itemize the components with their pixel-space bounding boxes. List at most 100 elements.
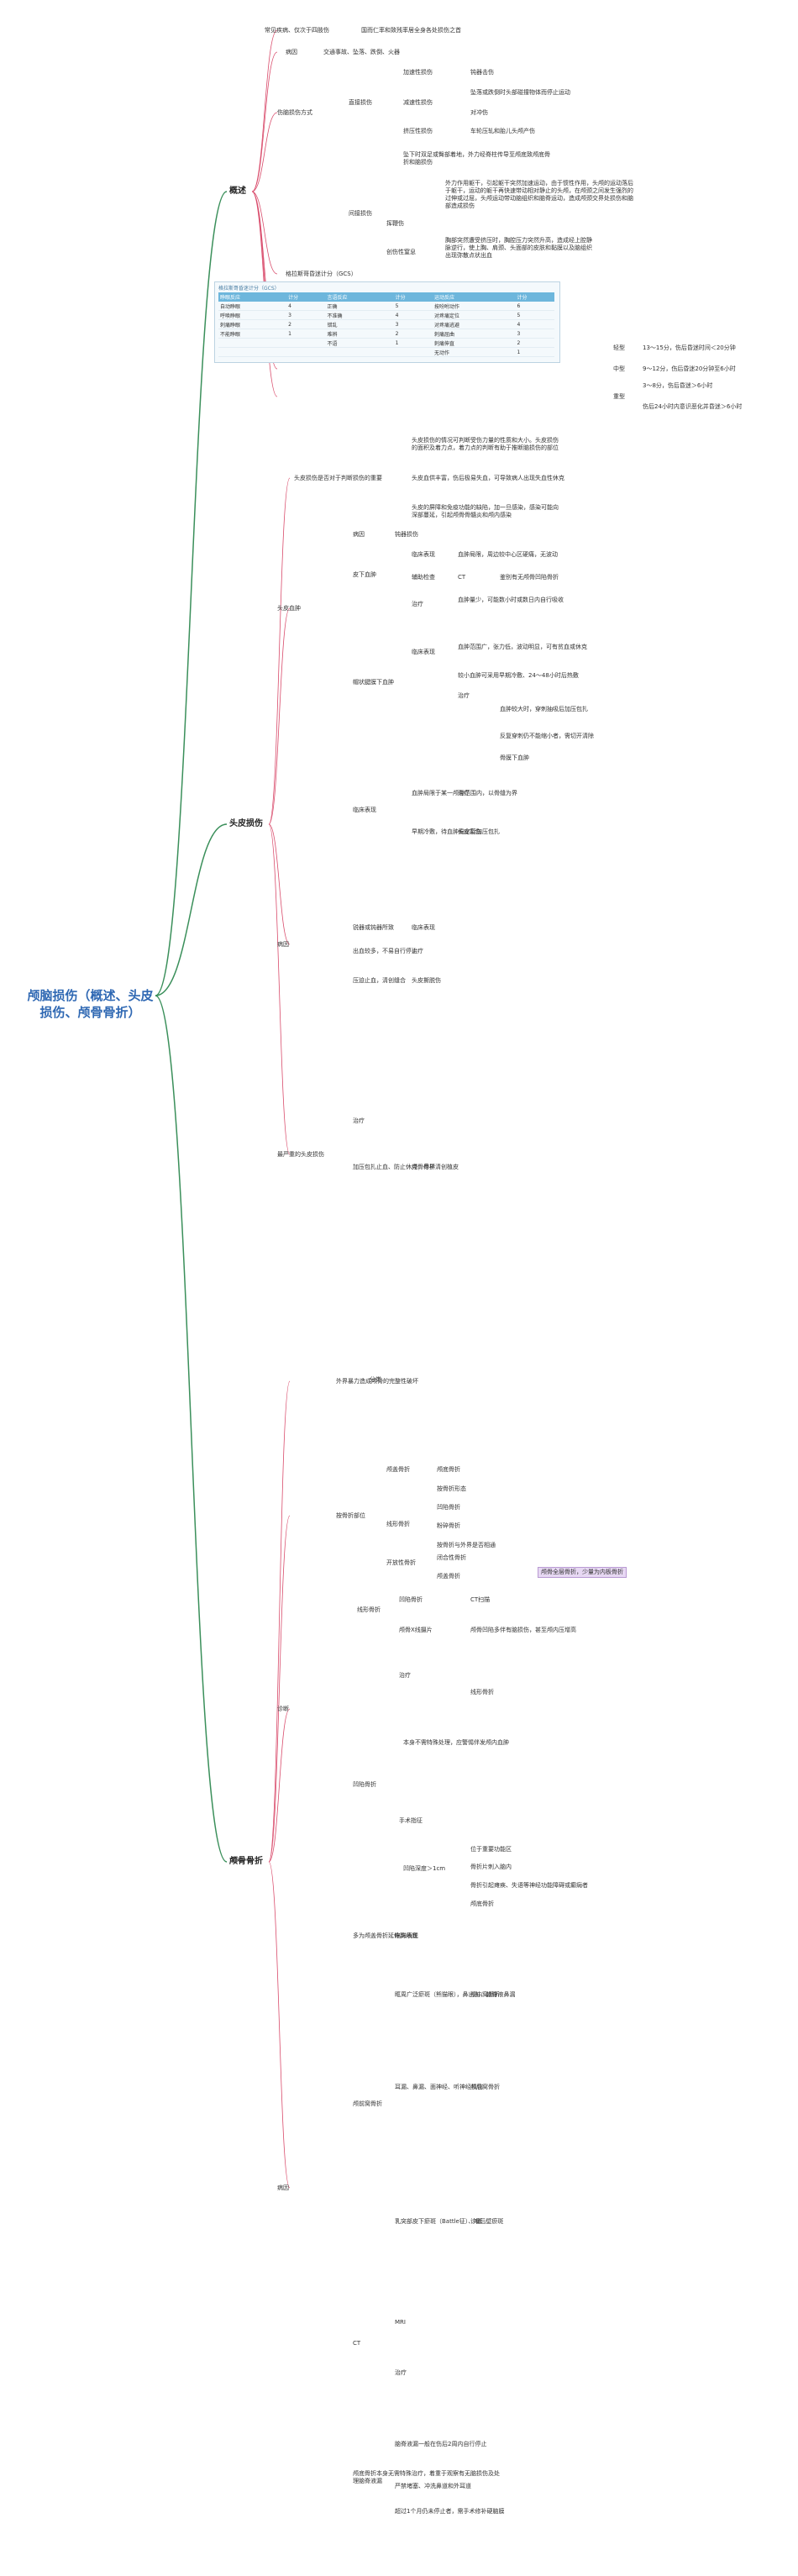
connector-line <box>268 477 291 825</box>
mind-map-node: 病因 <box>277 941 289 948</box>
gcs-cell: 4 <box>393 310 433 320</box>
gcs-cell: 刺痛睁眼 <box>218 319 287 329</box>
mind-map-node: 血肿局限于某一颅骨范围内，以骨缝为界 <box>412 790 517 796</box>
mind-map-node: 治疗 <box>395 2369 407 2376</box>
mind-map-node: 鉴别有无颅骨凹陷骨折 <box>500 574 559 581</box>
mind-map-node: 间接损伤 <box>349 210 372 217</box>
connector-line <box>251 29 278 192</box>
mind-map-node: 出血较多，不易自行停止 <box>353 948 417 954</box>
mind-map-node: 颅盖骨折 <box>437 1573 460 1580</box>
gcs-cell <box>218 347 287 357</box>
mind-map-node: 诊断 <box>277 1706 289 1712</box>
mind-map-node: 创伤性窒息 <box>386 249 416 255</box>
mind-map-node: 颅底骨折 <box>437 1466 460 1473</box>
gcs-cell: 不准确 <box>325 310 394 320</box>
connector-line <box>268 823 291 945</box>
mind-map-node: 凹陷骨折 <box>399 1596 423 1603</box>
connector-line <box>251 191 278 275</box>
mind-map-node: 减速性损伤 <box>403 99 433 106</box>
mind-map-node: 血肿范围广，张力低，波动明显，可有贫血或休克 <box>458 644 587 650</box>
connector-line <box>155 995 228 1863</box>
mind-map-node: 位于重要功能区 <box>470 1846 512 1853</box>
mind-map-node: 对冲伤 <box>470 109 488 116</box>
gcs-cell: 3 <box>393 319 433 329</box>
connector-line <box>251 112 278 192</box>
mind-map-node: 颅骨骨折 <box>412 1164 435 1170</box>
mind-map-node: 钝器损伤 <box>395 531 418 538</box>
mind-map-node: 颅后窝骨折 <box>470 2084 500 2090</box>
mind-map-node: 头皮损伤是否对于判断损伤的重要 <box>294 475 382 481</box>
mind-map-node: 外力作用躯干，引起躯干突然加速运动，由于惯性作用，头颅的运动落后于躯干，运动的躯… <box>445 180 633 209</box>
mind-map-node: 中型 <box>613 365 625 372</box>
mind-map-node: 颅骨凹陷多伴有脑损伤，甚至颅内压增高 <box>470 1627 576 1633</box>
connector-line <box>268 1515 291 1863</box>
mind-map-node: 超过1个月仍未停止者，需手术修补硬脑膜 <box>395 2508 505 2515</box>
mind-map-node: 病因 <box>353 531 365 538</box>
gcs-cell: 4 <box>286 302 326 311</box>
mind-map-node: 手术指征 <box>399 1817 423 1824</box>
mind-map-node: 锐器或钝器所致 <box>353 924 394 931</box>
mind-map-node: 压迫止血，清创缝合 <box>353 977 406 984</box>
mind-map-node: 钝器击伤 <box>470 69 494 76</box>
mind-map-node: 车轮压轧和胎儿头颅产伤 <box>470 128 535 134</box>
mind-map-node: 按骨折部位 <box>336 1512 365 1519</box>
mind-map-node: 最严重的头皮损伤 <box>277 1151 324 1158</box>
mind-map-node: 头皮血供丰富，伤后极易失血，可导致病人出现失血性休克 <box>412 475 564 481</box>
gcs-header: 计分 <box>515 292 554 302</box>
mind-map-node: 凹陷骨折 <box>353 1781 376 1788</box>
mind-map-node: 骨折引起瘫痪、失语等神经功能障碍或癫痫者 <box>470 1882 588 1889</box>
mind-map-node: 挤压性损伤 <box>403 128 433 134</box>
mind-map-node: 血肿较大时，穿刺抽吸后加压包扎 <box>500 706 588 712</box>
gcs-cell: 3 <box>286 310 326 320</box>
mind-map-node: 外界暴力造成颅骨的完整性破坏 <box>336 1378 418 1385</box>
gcs-cell: 按吩咐动作 <box>433 302 516 311</box>
gcs-cell: 2 <box>286 319 326 329</box>
mind-map-node: 加速性损伤 <box>403 69 433 76</box>
gcs-cell <box>325 347 394 357</box>
mind-map-node: CT扫描 <box>470 1596 491 1603</box>
mind-map-node: 严禁堵塞、冲洗鼻道和外耳道 <box>395 2483 471 2489</box>
mind-map-node: 治疗 <box>353 1117 365 1124</box>
mind-map-node: 辅助检查 <box>412 574 435 581</box>
mind-map-node: 线形骨折 <box>386 1521 410 1527</box>
gcs-cell: 对疼痛定位 <box>433 310 516 320</box>
mind-map-node: 挥鞭伤 <box>386 220 404 227</box>
gcs-cell: 无动作 <box>433 347 516 357</box>
mind-map-node: MRI <box>395 2319 406 2326</box>
gcs-cell: 1 <box>515 347 554 357</box>
gcs-header: 计分 <box>393 292 433 302</box>
gcs-cell <box>218 338 287 348</box>
gcs-cell: 4 <box>515 319 554 329</box>
connector-line <box>268 823 291 1155</box>
mind-map-node: 常见疾病、仅次于四肢伤 <box>265 27 329 34</box>
mind-map-node: 骨膜下血肿 <box>500 754 529 761</box>
gcs-header: 运动反应 <box>433 292 516 302</box>
mind-map-node: 轻型 <box>613 344 625 351</box>
mind-map-node: 骨折片刺入脑内 <box>470 1864 512 1870</box>
mind-map-node: 眶周广泛瘀斑（熊猫眼），鼻出血，脑脊液鼻漏 <box>395 1991 516 1998</box>
connector-line <box>268 1861 291 2189</box>
mind-map-node: 颅底骨折 <box>470 1900 494 1907</box>
mind-map-node: 伤脑损伤方式 <box>277 109 312 116</box>
mind-map-node: 颅中窝骨折 <box>470 1991 500 1998</box>
mind-map-node: 耳漏、鼻漏、面神经、听神经损伤 <box>395 2084 483 2090</box>
connector-line <box>155 823 228 996</box>
connector-line <box>251 51 278 192</box>
gcs-cell: 呼唤睁眼 <box>218 310 287 320</box>
mind-map-node: 凹陷骨折 <box>437 1504 460 1511</box>
mind-map-node: 3～8分，伤后昏迷＞6小时 <box>643 382 713 389</box>
mind-map-node: 头皮损伤的情况可判断受伤力量的性质和大小。头皮损伤的面积及着力点，着力点的判断有… <box>412 437 559 451</box>
mind-map-node: 开放性骨折 <box>386 1559 416 1566</box>
mind-map-node: 病因 <box>286 49 297 55</box>
mind-map-node: 反复穿刺仍不能缩小者，需切开清除 <box>500 733 594 739</box>
mind-map-node: CT <box>353 2340 361 2347</box>
mind-map-node: 临床表现 <box>412 551 435 558</box>
gcs-cell <box>286 347 326 357</box>
connector-line <box>268 1708 291 1863</box>
mind-map-node: 治疗 <box>458 790 470 796</box>
mind-map-node: 颅前窝骨折 <box>353 2100 382 2107</box>
